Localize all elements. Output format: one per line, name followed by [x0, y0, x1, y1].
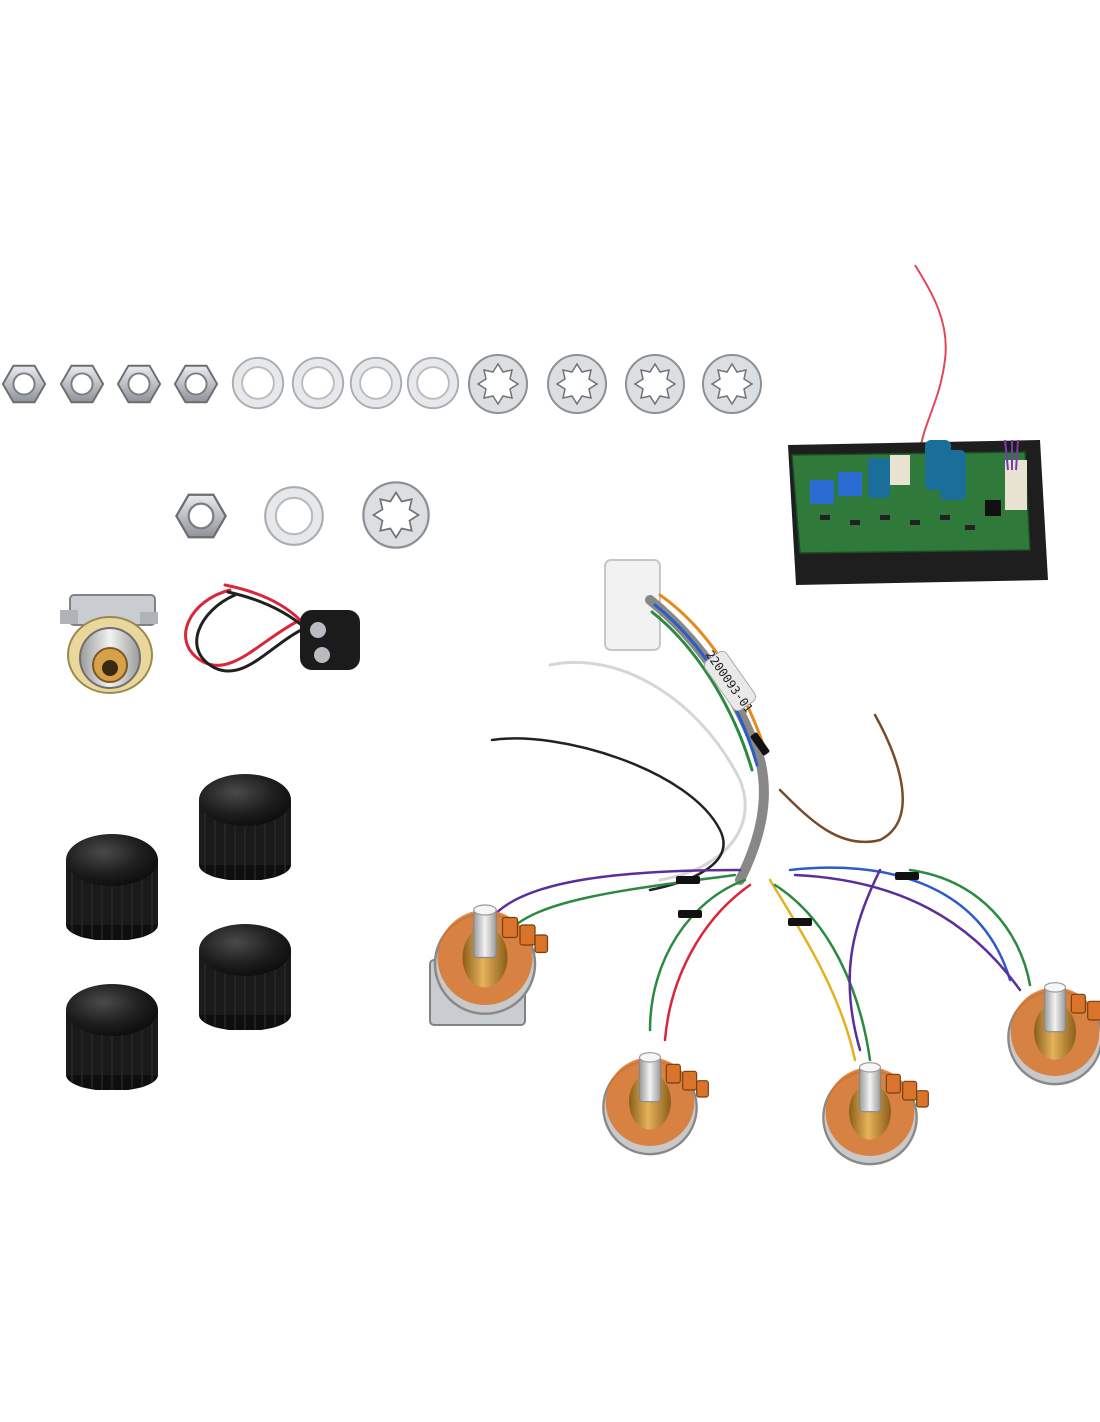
hex-nut-icon: [175, 493, 227, 539]
control-knobs: [65, 773, 292, 1090]
potentiometer-icon: [822, 1061, 930, 1166]
knob-icon: [65, 833, 159, 940]
battery-clip: [184, 583, 360, 673]
flat-washer-icon: [406, 356, 460, 410]
hardware-row-second: [175, 481, 430, 549]
lock-washer-icon: [625, 354, 685, 414]
potentiometer-icon: [1007, 981, 1100, 1086]
hex-nut-icon: [1, 364, 47, 404]
potentiometer-icon: [602, 1051, 710, 1156]
lock-washer-icon: [362, 481, 430, 549]
potentiometer-icon: [429, 903, 549, 1026]
flat-washer-icon: [264, 486, 324, 546]
output-jack: [60, 594, 158, 694]
wiring-harness: 2200093-01: [488, 559, 1032, 1062]
flat-washer-icon: [231, 356, 285, 410]
preamp-board: [788, 264, 1048, 585]
knob-icon: [198, 923, 292, 1030]
hex-nut-icon: [116, 364, 162, 404]
knob-icon: [198, 773, 292, 880]
hex-nut-icon: [59, 364, 105, 404]
flat-washer-icon: [291, 356, 345, 410]
lock-washer-icon: [547, 354, 607, 414]
flat-washer-icon: [349, 356, 403, 410]
hex-nut-icon: [173, 364, 219, 404]
lock-washer-icon: [468, 354, 528, 414]
knob-icon: [65, 983, 159, 1090]
potentiometers: [429, 903, 1100, 1166]
lock-washer-icon: [702, 354, 762, 414]
hardware-row-top: [1, 354, 762, 414]
